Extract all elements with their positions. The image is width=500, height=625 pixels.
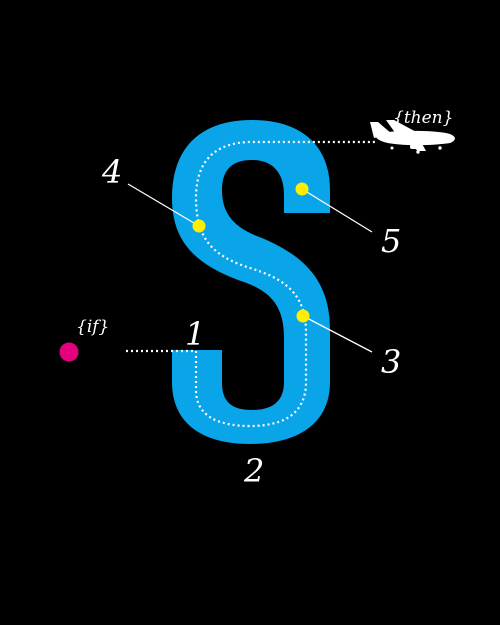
waypoint-4-marker xyxy=(192,219,206,233)
point-label-5: 5 xyxy=(381,222,401,260)
start-dot-icon xyxy=(59,342,79,362)
pointer-line-3 xyxy=(302,315,373,353)
waypoint-3-marker xyxy=(296,309,310,323)
point-label-4: 4 xyxy=(101,153,122,191)
point-label-1: 1 xyxy=(185,315,205,353)
start-label: {if} xyxy=(76,317,109,337)
letter-s-shape xyxy=(172,120,330,444)
pointer-line-4 xyxy=(127,183,200,227)
waypoint-5-marker xyxy=(295,182,309,196)
airplane-icon xyxy=(370,120,455,154)
end-label: {then} xyxy=(393,108,453,128)
point-label-2: 2 xyxy=(243,452,264,490)
point-label-3: 3 xyxy=(381,343,401,381)
pointer-line-5 xyxy=(301,188,373,233)
